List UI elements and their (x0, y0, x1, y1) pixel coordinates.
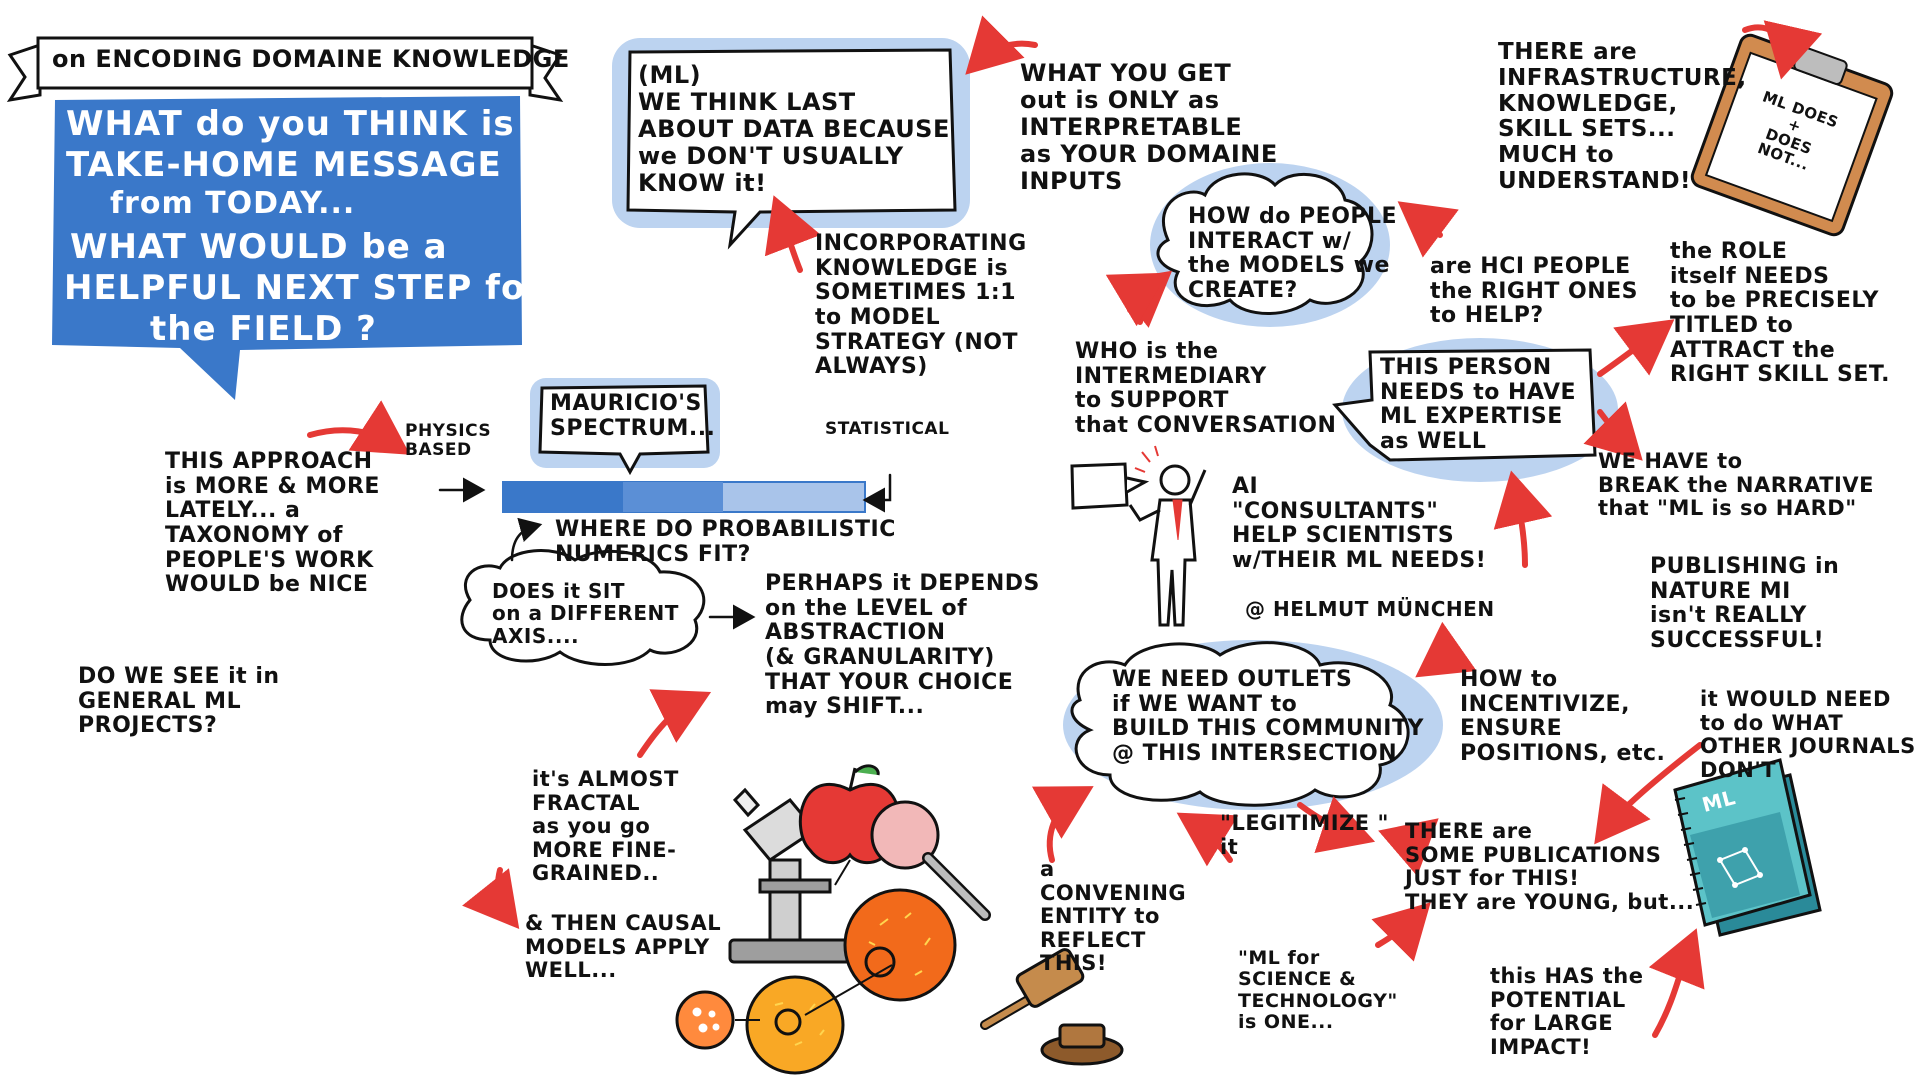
microscope-drawing (728, 787, 852, 964)
note-role: the ROLE itself NEEDS to be PRECISELY TI… (1670, 239, 1890, 388)
note-different-axis: DOES it SIT on a DIFFERENT AXIS.... (492, 579, 679, 648)
note-incentivize: HOW to INCENTIVIZE, ENSURE POSITIONS, et… (1460, 667, 1666, 766)
note-helmut: @ HELMUT MÜNCHEN (1245, 597, 1495, 621)
note-causal: & THEN CAUSAL MODELS APPLY WELL... (525, 911, 722, 983)
note-outlets: WE NEED OUTLETS if WE WANT to BUILD THIS… (1112, 667, 1424, 766)
note-legitimize: "LEGITIMIZE " it (1220, 811, 1389, 859)
note-publishing: PUBLISHING in NATURE MI isn't REALLY SUC… (1650, 554, 1840, 653)
magnifier-drawing (870, 800, 991, 921)
different-axis-cloud (460, 549, 706, 666)
spectrum-bar (502, 481, 866, 513)
main-question-line-1: WHAT do you THINK is the (66, 104, 594, 144)
note-potential: this HAS the POTENTIAL for LARGE IMPACT! (1490, 964, 1644, 1059)
hci-interact-cloud (1150, 163, 1390, 327)
label-statistical: STATISTICAL (825, 419, 950, 439)
label-mauricio-spectrum: MAURICIO'S SPECTRUM... (550, 391, 716, 441)
ink-arrows (438, 473, 892, 630)
note-narrative: WE HAVE to BREAK the NARRATIVE that "ML … (1598, 449, 1874, 521)
note-taxonomy: THIS APPROACH is MORE & MORE LATELY... a… (165, 449, 380, 598)
note-hci-people: are HCI PEOPLE the RIGHT ONES to HELP? (1430, 254, 1639, 329)
main-question-line-5: HELPFUL NEXT STEP for (64, 268, 544, 308)
outlets-cloud (1063, 640, 1443, 810)
banner-title: on ENCODING DOMAINE KNOWLEDGE (52, 45, 570, 73)
note-ml-data: (ML) WE THINK LAST ABOUT DATA BECAUSE we… (638, 61, 950, 197)
main-question-line-4: WHAT WOULD be a (70, 227, 448, 267)
consultant-figure (1128, 445, 1207, 627)
mauricio-callout (530, 378, 720, 476)
note-ml-expertise: THIS PERSON NEEDS to HAVE ML EXPERTISE a… (1380, 355, 1577, 454)
note-incorporating: INCORPORATING KNOWLEDGE is SOMETIMES 1:1… (815, 231, 1027, 380)
label-physics-based: PHYSICS BASED (405, 421, 492, 461)
cell-drawings (675, 859, 957, 1075)
banner-ribbon (6, 36, 564, 103)
connector-arrows (307, 15, 1823, 1038)
main-question-bubble (52, 96, 522, 400)
note-convening: a CONVENING ENTITY to REFLECT THIS! (1040, 857, 1187, 976)
note-intermediary: WHO is the INTERMEDIARY to SUPPORT that … (1075, 339, 1337, 438)
note-infrastructure: THERE are INFRASTRUCTURE, KNOWLEDGE, SKI… (1498, 39, 1747, 194)
ml-expertise-bubble (1332, 338, 1618, 482)
note-other-journals: it WOULD NEED to do WHAT OTHER JOURNALS … (1700, 687, 1916, 782)
main-question-line-3: from TODAY... (110, 186, 356, 221)
note-ai-consultants: AI "CONSULTANTS" HELP SCIENTISTS w/THEIR… (1232, 474, 1487, 573)
note-interpretable: WHAT YOU GET out is ONLY as INTERPRETABL… (1020, 59, 1278, 195)
ml-books-drawing (1673, 758, 1822, 937)
note-publications: THERE are SOME PUBLICATIONS JUST for THI… (1405, 819, 1695, 914)
note-general-ml: DO WE SEE it in GENERAL ML PROJECTS? (78, 664, 280, 739)
clipboard-drawing (1690, 33, 1894, 237)
note-ml-science: "ML for SCIENCE & TECHNOLOGY" is ONE... (1238, 947, 1398, 1033)
person-speech-bubble (1070, 462, 1150, 510)
gavel-drawing (980, 948, 1124, 1066)
note-hci-interact: HOW do PEOPLE INTERACT w/ the MODELS we … (1188, 204, 1398, 303)
main-question-line-6: the FIELD ? (150, 309, 377, 349)
ml-data-bubble (612, 38, 970, 250)
note-fractal: it's ALMOST FRACTAL as you go MORE FINE-… (532, 767, 679, 886)
note-abstraction: PERHAPS it DEPENDS on the LEVEL of ABSTR… (765, 571, 1040, 720)
note-probabilistic-numerics: WHERE DO PROBABILISTIC NUMERICS FIT? (555, 517, 896, 567)
main-question-line-2: TAKE-HOME MESSAGE (66, 145, 502, 185)
